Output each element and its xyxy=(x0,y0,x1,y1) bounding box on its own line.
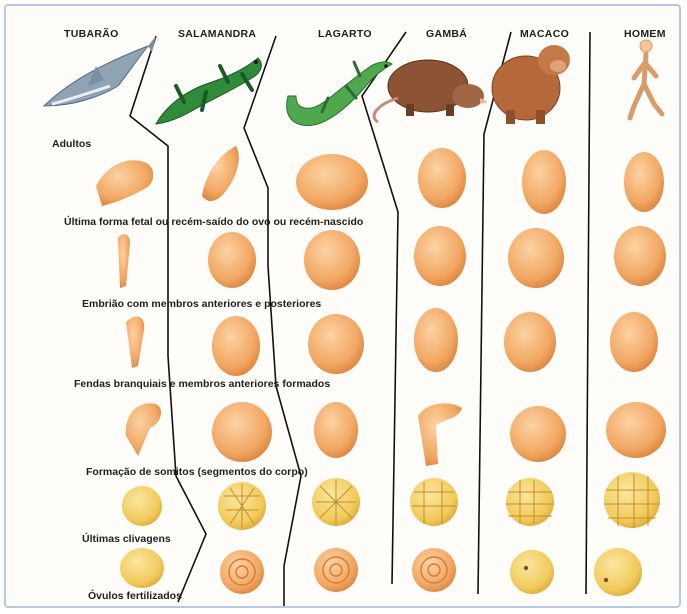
stage-label-limbs: Embrião com membros anteriores e posteri… xyxy=(82,298,321,310)
egg-salamander xyxy=(220,550,264,594)
embryo-lizard-fetal xyxy=(296,154,368,210)
embryo-lizard-limbs xyxy=(304,230,360,290)
embryo-salamander-limbs xyxy=(208,232,256,288)
stage-label-adults: Adultos xyxy=(52,138,91,150)
egg-human xyxy=(594,548,642,596)
embryo-shark-gills xyxy=(126,316,144,368)
egg-opossum xyxy=(412,548,456,592)
embryo-monkey-somites xyxy=(510,406,566,462)
stage-label-last-fetal: Última forma fetal ou recém-saído do ovo… xyxy=(64,216,363,228)
embryo-opossum-gills xyxy=(414,308,458,372)
cleavage-opossum xyxy=(410,478,458,526)
embryo-shark-somites xyxy=(126,403,161,456)
cleavage-monkey xyxy=(506,478,554,526)
embryo-human-gills xyxy=(610,312,658,372)
embryo-monkey-gills xyxy=(504,312,556,372)
stage-label-somites: Formação de somitos (segmentos do corpo) xyxy=(86,466,308,478)
embryo-opossum-limbs xyxy=(414,226,466,286)
embryo-lizard-gills xyxy=(308,314,364,374)
egg-shark xyxy=(120,548,164,588)
egg-lizard xyxy=(314,548,358,592)
embryo-salamander-somites xyxy=(212,402,272,462)
stage-label-eggs: Óvulos fertilizados xyxy=(88,590,182,602)
embryo-human-somites xyxy=(606,402,666,458)
embryo-monkey-fetal xyxy=(522,150,566,214)
embryo-shark-fetal xyxy=(96,160,153,206)
egg-monkey xyxy=(510,550,554,594)
embryo-salamander-fetal xyxy=(202,146,239,201)
stage-label-gills: Fendas branquiais e membros anteriores f… xyxy=(74,378,330,390)
diagram-frame: TUBARÃO SALAMANDRA LAGARTO GAMBÁ MACACO … xyxy=(4,4,681,608)
embryo-opossum-fetal xyxy=(418,148,466,208)
embryo-human-fetal xyxy=(624,152,664,212)
embryo-opossum-somites xyxy=(418,403,462,466)
cleavage-human xyxy=(604,472,660,528)
cleavage-shark xyxy=(122,486,162,526)
embryo-lizard-somites xyxy=(314,402,358,458)
embryo-monkey-limbs xyxy=(508,228,564,288)
embryo-shark-limbs xyxy=(118,234,130,288)
embryo-salamander-gills xyxy=(212,316,260,376)
stage-label-cleavages: Últimas clivagens xyxy=(82,533,171,545)
embryo-human-limbs xyxy=(614,226,666,286)
